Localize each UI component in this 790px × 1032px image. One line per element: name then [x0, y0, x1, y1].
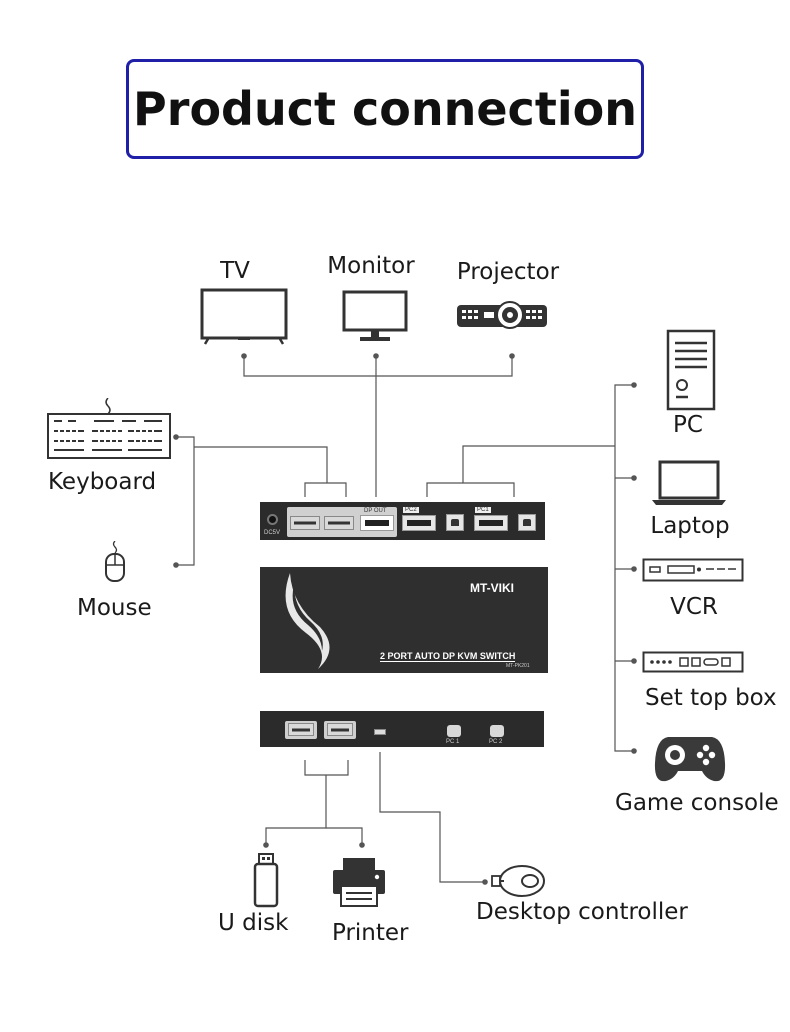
pc1-button-label: PC 1	[446, 739, 460, 745]
keyboard-label: Keyboard	[48, 469, 157, 495]
u-disk-label: U disk	[218, 910, 289, 936]
printer-icon	[333, 858, 385, 907]
pc1-label: PC1	[475, 507, 491, 513]
desktop-controller-label: Desktop controller	[476, 899, 688, 925]
pc-label: PC	[673, 412, 703, 438]
monitor-icon	[342, 290, 408, 341]
tv-label: TV	[220, 258, 250, 284]
laptop-icon	[652, 460, 726, 505]
projector-label: Projector	[456, 259, 560, 285]
set-top-box-icon	[642, 651, 744, 673]
printer-label: Printer	[332, 920, 409, 946]
usb-drive-icon	[253, 853, 279, 908]
laptop-label: Laptop	[650, 513, 730, 539]
brand-swoosh-logo	[285, 573, 330, 669]
mouse-icon	[105, 541, 125, 582]
back-mouse-usb-port	[324, 516, 354, 530]
brand-name: MT-VIKI	[470, 581, 514, 595]
pc-tower-icon	[666, 329, 716, 411]
mini-usb-port	[374, 729, 386, 735]
desktop-controller-icon	[491, 865, 545, 897]
pc2-label: PC2	[403, 507, 419, 513]
kvm-top-panel: MT-VIKI 2 PORT AUTO DP KVM SWITCH MT-PK2…	[260, 567, 548, 673]
back-keyboard-usb-port	[290, 516, 320, 530]
vcr-label: VCR	[670, 594, 718, 620]
tv-icon	[200, 288, 288, 345]
pc1-button[interactable]	[447, 725, 461, 737]
gamepad-icon	[654, 737, 726, 782]
vcr-icon	[642, 558, 744, 582]
pc2-button-label: PC 2	[489, 739, 503, 745]
dp-out-port	[360, 515, 394, 531]
kvm-front-panel: PC 1 PC 2	[260, 711, 544, 747]
model-name: 2 PORT AUTO DP KVM SWITCH	[380, 651, 516, 662]
model-code: MT-PK201	[506, 663, 530, 669]
pc2-dp-port	[402, 515, 436, 531]
dc-power-port	[267, 514, 278, 525]
title-box: Product connection	[126, 59, 644, 159]
front-usb-port-1	[288, 723, 314, 736]
mouse-label: Mouse	[77, 595, 152, 621]
game-console-label: Game console	[615, 790, 779, 816]
pc2-usb-b-port	[446, 514, 464, 531]
dc-power-label: DC5V	[264, 530, 281, 536]
page-title: Product connection	[133, 82, 637, 136]
kvm-back-panel: DC5V DP OUT PC2 PC1	[260, 502, 545, 540]
keyboard-icon	[47, 398, 171, 459]
pc2-button[interactable]	[490, 725, 504, 737]
dp-out-label: DP OUT	[364, 508, 387, 514]
set-top-box-label: Set top box	[645, 685, 777, 711]
projector-icon	[457, 301, 547, 329]
pc1-usb-b-port	[518, 514, 536, 531]
pc1-dp-port	[474, 515, 508, 531]
front-usb-port-2	[327, 723, 353, 736]
monitor-label: Monitor	[327, 253, 415, 279]
